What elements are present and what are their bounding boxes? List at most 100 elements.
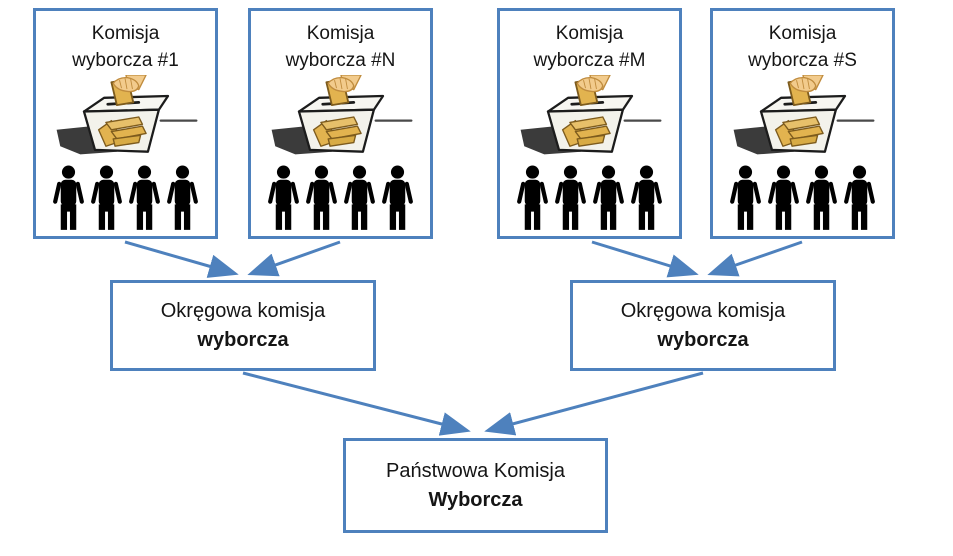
title-line1: Okręgowa komisja (160, 299, 326, 322)
title-line1: Państwowa Komisja (386, 459, 565, 482)
committee-members (268, 165, 413, 231)
title-line1: Komisja (555, 23, 624, 44)
legs (98, 204, 115, 230)
torso (737, 179, 754, 206)
left-arm (91, 181, 100, 204)
committee-members (730, 165, 875, 231)
legs (60, 204, 77, 230)
title-line2: wyborcza (657, 328, 749, 351)
commission-box-s: Komisja wyborcza #S (710, 8, 895, 239)
legs (524, 204, 541, 230)
left-arm (768, 181, 777, 204)
district-commission-box-right: Okręgowa komisja wyborcza (570, 280, 836, 371)
torso (275, 179, 292, 206)
right-arm (404, 181, 413, 204)
person-icon (631, 165, 662, 230)
head (738, 165, 753, 179)
legs (313, 204, 330, 230)
legs (600, 204, 617, 230)
left-arm (806, 181, 815, 204)
commission-title: Komisja wyborcza #S (748, 11, 857, 74)
left-arm (730, 181, 739, 204)
district-commission-box-left: Okręgowa komisja wyborcza (110, 280, 376, 371)
commission-box-m: Komisja wyborcza #M (497, 8, 682, 239)
head (352, 165, 367, 179)
right-arm (189, 181, 198, 204)
ballot-box-icon (271, 75, 412, 155)
district-commission-title: Okręgowa komisja wyborcza (113, 297, 373, 355)
legs (174, 204, 191, 230)
right-arm (790, 181, 799, 204)
ballot-box-art (725, 75, 881, 159)
torso (638, 179, 655, 206)
right-arm (866, 181, 875, 204)
ballot-box-art (48, 75, 204, 159)
left-arm (167, 181, 176, 204)
title-line1: Komisja (768, 23, 837, 44)
committee-members (53, 165, 198, 231)
arrow-mid-right-to-bottom (484, 371, 704, 436)
left-arm (555, 181, 564, 204)
torso (60, 179, 77, 206)
torso (600, 179, 617, 206)
person-icon (768, 165, 799, 230)
legs (136, 204, 153, 230)
legs (638, 204, 655, 230)
right-arm (366, 181, 375, 204)
head (137, 165, 152, 179)
head (852, 165, 867, 179)
commission-title: Komisja wyborcza #M (534, 11, 646, 74)
finger-lines (333, 78, 348, 90)
person-icon (555, 165, 586, 230)
ballots-inside (97, 116, 147, 147)
left-arm (268, 181, 277, 204)
left-arm (53, 181, 62, 204)
torso (389, 179, 406, 206)
title-line2: wyborcza #M (533, 50, 646, 71)
torso (98, 179, 115, 206)
torso (775, 179, 792, 206)
legs (389, 204, 406, 230)
left-arm (631, 181, 640, 204)
national-commission-box: Państwowa Komisja Wyborcza (343, 438, 608, 533)
ballot-box-icon (520, 75, 661, 155)
head (276, 165, 291, 179)
person-icon (129, 165, 160, 230)
right-arm (615, 181, 624, 204)
national-commission-title: Państwowa Komisja Wyborcza (346, 457, 605, 515)
torso (174, 179, 191, 206)
person-icon (806, 165, 837, 230)
person-icon (730, 165, 761, 230)
head (814, 165, 829, 179)
legs (851, 204, 868, 230)
commission-title: Komisja wyborcza #N (286, 11, 396, 74)
ballot-box-icon (733, 75, 874, 155)
right-arm (75, 181, 84, 204)
commission-title: Komisja wyborcza #1 (72, 11, 179, 74)
ballot-box-art (512, 75, 668, 159)
head (776, 165, 791, 179)
left-arm (344, 181, 353, 204)
person-icon (517, 165, 548, 230)
right-arm (539, 181, 548, 204)
torso (136, 179, 153, 206)
district-commission-title: Okręgowa komisja wyborcza (573, 297, 833, 355)
person-icon (593, 165, 624, 230)
torso (313, 179, 330, 206)
head (390, 165, 405, 179)
title-line2: Wyborcza (428, 488, 523, 511)
right-arm (752, 181, 761, 204)
head (314, 165, 329, 179)
person-icon (344, 165, 375, 230)
title-line2: wyborcza (197, 328, 289, 351)
finger-lines (118, 78, 133, 90)
left-arm (517, 181, 526, 204)
title-line2: wyborcza #1 (72, 50, 179, 71)
title-line1: Komisja (91, 23, 160, 44)
right-arm (653, 181, 662, 204)
right-arm (577, 181, 586, 204)
right-arm (828, 181, 837, 204)
ballot-box-icon (56, 75, 197, 155)
title-line2: wyborcza #N (285, 50, 396, 71)
